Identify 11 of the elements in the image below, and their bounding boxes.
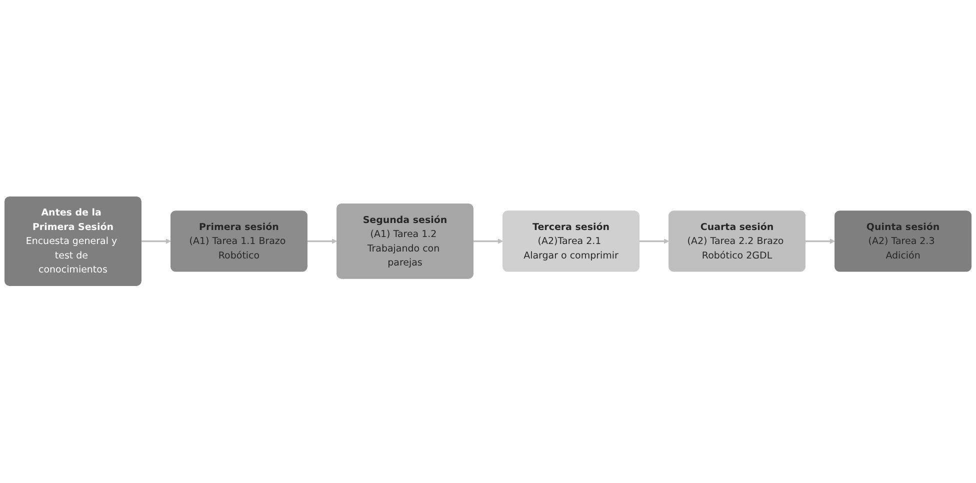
arrow: [307, 238, 338, 244]
arrow: [473, 238, 504, 244]
node-box: Cuarta sesión (A2) Tarea 2.2 Brazo Robótico 2GDL: [668, 210, 806, 272]
arrow: [639, 238, 670, 244]
arrow: [805, 238, 836, 244]
node-box: Tercera sesión (A2)Tarea 2.1 Alargar o comprimir: [502, 210, 640, 272]
node-box: Quinta sesión (A2) Tarea 2.3 Adición: [834, 210, 972, 272]
arrow: [141, 238, 172, 244]
node-box: Primera sesión (A1) Tarea 1.1 Brazo Robótico: [170, 210, 308, 272]
node-box: Segunda sesión (A1) Tarea 1.2 Trabajando con parejas: [336, 204, 474, 280]
node-box: Antes de la Primera Sesión Encuesta general y test de conocimientos: [4, 196, 142, 286]
